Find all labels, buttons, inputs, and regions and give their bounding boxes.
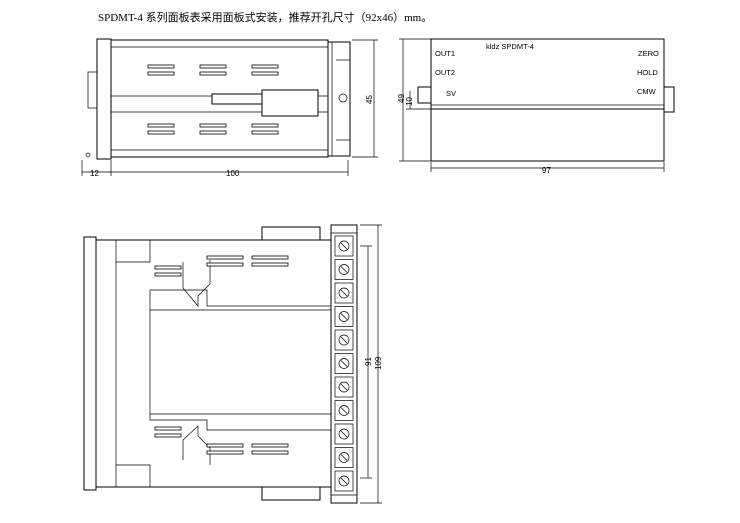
terminal-cell	[334, 447, 354, 468]
dim-depth: 100	[226, 169, 240, 178]
front-housing	[430, 108, 665, 162]
side-clamp-slot	[211, 93, 263, 105]
screw-slot	[340, 360, 348, 367]
front-left-tab	[417, 86, 432, 104]
top-vents-upper	[154, 255, 289, 277]
terminal-screw-icon	[338, 334, 350, 346]
label-hold: HOLD	[637, 68, 658, 77]
terminal-screw-icon	[338, 240, 350, 252]
top-bezel	[83, 236, 97, 491]
side-vents-lower	[147, 123, 279, 135]
terminal-screw-icon	[338, 452, 350, 463]
terminal-screw-icon	[338, 428, 350, 440]
terminal-screw-icon	[338, 405, 350, 416]
side-terminal-screw	[338, 93, 348, 103]
terminal-cell	[334, 470, 354, 492]
terminal-cell	[334, 423, 354, 445]
dim-side-height: 45	[365, 95, 374, 104]
side-bezel	[96, 38, 112, 160]
terminal-cell	[334, 329, 354, 351]
label-sv: SV	[446, 89, 456, 98]
label-zero: ZERO	[638, 49, 659, 58]
screw-slot	[340, 336, 348, 344]
dim-top-inner: 91	[364, 357, 373, 366]
top-view: 91 109	[83, 224, 383, 504]
screw-slot	[340, 407, 348, 414]
terminal-screw-icon	[338, 311, 350, 322]
terminal-screw-icon	[338, 358, 350, 369]
front-knob	[663, 86, 675, 113]
terminal-screw-icon	[338, 475, 350, 487]
top-clamp-upper	[261, 226, 321, 241]
dim-front-height-b: 10	[405, 97, 414, 106]
terminal-screw-icon	[338, 381, 350, 393]
dim-panel: 12	[90, 169, 99, 178]
side-view: 12 100 45	[81, 38, 378, 178]
terminal-cell	[334, 353, 354, 374]
screw-slot	[340, 454, 348, 461]
label-out2: OUT2	[435, 68, 455, 77]
terminal-screw-icon	[338, 264, 350, 275]
terminal-cell	[334, 282, 354, 304]
dim-front-height-a: 49	[397, 94, 406, 103]
screw-slot	[340, 430, 348, 438]
screw-slot	[340, 383, 348, 391]
front-view: kldz SPDMT-4 OUT1 OUT2 SV ZERO HOLD CMW …	[397, 38, 675, 175]
screw-slot	[340, 242, 348, 250]
label-out1: OUT1	[435, 49, 455, 58]
terminal-cell	[334, 376, 354, 398]
dim-top-outer: 109	[374, 356, 383, 370]
screw-slot	[340, 313, 348, 320]
top-vents-lower	[154, 426, 289, 455]
screw-slot	[340, 266, 348, 273]
front-panel	[430, 38, 665, 110]
terminal-screw-icon	[338, 287, 350, 299]
screw-slot	[340, 477, 348, 485]
side-bezel-lip	[87, 71, 98, 109]
terminal-screws	[334, 235, 354, 492]
dim-front-width: 97	[542, 166, 551, 175]
side-clamp	[261, 89, 319, 117]
terminal-cell	[334, 400, 354, 421]
side-vents-upper	[147, 64, 279, 76]
terminal-cell	[334, 235, 354, 257]
front-brand: kldz SPDMT-4	[486, 42, 534, 51]
label-cmw: CMW	[637, 87, 657, 96]
terminal-cell	[334, 306, 354, 327]
top-body	[95, 239, 332, 488]
terminal-cell	[334, 259, 354, 280]
top-clamp-lower	[261, 486, 321, 501]
drawing-title: SPDMT-4 系列面板表采用面板式安装，推荐开孔尺寸（92x46）mm。	[98, 12, 433, 24]
screw-slot	[340, 289, 348, 297]
